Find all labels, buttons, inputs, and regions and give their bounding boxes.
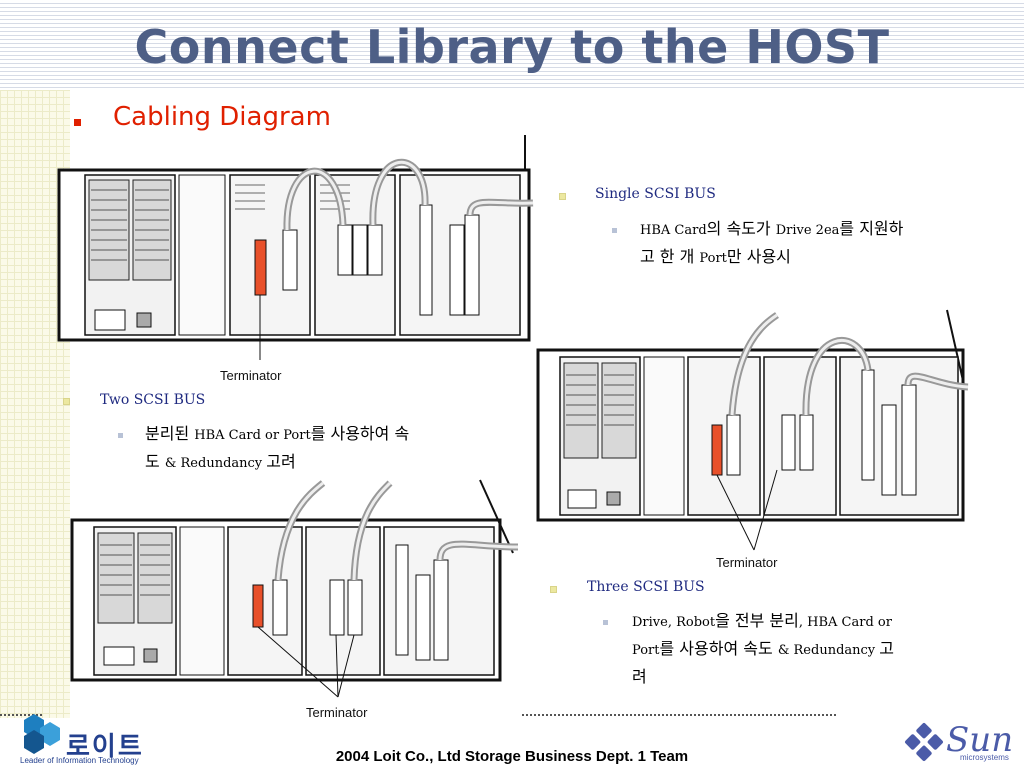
terminator-label-2: Terminator [716,555,778,570]
slide-subtitle: Cabling Diagram [113,102,331,132]
heading-three-scsi: Three SCSI BUS [587,579,705,595]
loit-logo-text: 로이트 [66,732,144,762]
detail-two-part1: 분리된 [145,424,195,443]
detail-three-part7: 고 [879,639,895,658]
bullet-two [63,398,70,405]
detail-single-part3: Drive 2ea [775,223,840,238]
heading-single-scsi: Single SCSI BUS [595,186,716,202]
detail-single-part7: 만 사용시 [726,247,791,266]
detail-three-part2: 을 전부 분리 [715,611,799,630]
sub-bullet-two [118,433,123,438]
detail-three-part6: & Redundancy [777,643,880,658]
loit-tagline: Leader of Information Technology [20,756,139,765]
footer-dots-left [0,714,42,716]
diagram-three-scsi: Terminator [536,309,969,570]
footer-text: 2004 Loit Co., Ltd Storage Business Dept… [335,748,689,765]
detail-three-part5: 를 사용하여 속도 [659,639,778,658]
detail-single-part2: 의 속도가 [706,219,776,238]
detail-three-scsi: Drive, Robot을 전부 분리, HBA Card or Port를 사… [632,608,982,690]
slide-title: Connect Library to the HOST [134,20,890,74]
header-stripes [0,0,1024,90]
sun-tagline: microsystems [960,753,1009,762]
terminator-label-1: Terminator [220,368,282,383]
diagram-single-scsi: Terminator [57,135,534,383]
detail-two-part5: & Redundancy [164,456,267,471]
detail-single-scsi: HBA Card의 속도가 Drive 2ea를 지원하 고 한 개 Port만… [640,216,985,272]
terminator-label-3: Terminator [306,705,368,720]
detail-single-part4: 를 지원하 [839,219,904,238]
sub-bullet-single [612,228,617,233]
sub-bullet-three [603,620,608,625]
detail-two-part6: 고려 [266,452,296,471]
detail-single-part1: HBA Card [640,223,707,238]
sun-logo-text: Sun [946,720,1014,760]
detail-single-part6: Port [699,251,727,266]
detail-three-part1: Drive, Robot [632,615,716,630]
detail-three-part4: Port [632,643,660,658]
detail-two-part4: 도 [145,452,165,471]
subtitle-bullet [74,119,81,126]
detail-three-part3: , HBA Card or [798,615,892,630]
detail-two-scsi: 분리된 HBA Card or Port를 사용하여 속 도 & Redunda… [145,421,505,477]
diagram-two-scsi: Terminator [70,479,519,720]
loit-logo-icon [24,714,60,754]
detail-two-part3: 를 사용하여 속 [310,424,410,443]
detail-single-part5: 고 한 개 [640,247,700,266]
bullet-three [550,586,557,593]
heading-two-scsi: Two SCSI BUS [100,392,206,408]
sun-logo-icon [905,723,943,761]
bullet-single [559,193,566,200]
detail-two-part2: HBA Card or Port [194,428,311,443]
footer-dots-right [522,714,836,716]
detail-three-part8: 려 [632,667,647,686]
